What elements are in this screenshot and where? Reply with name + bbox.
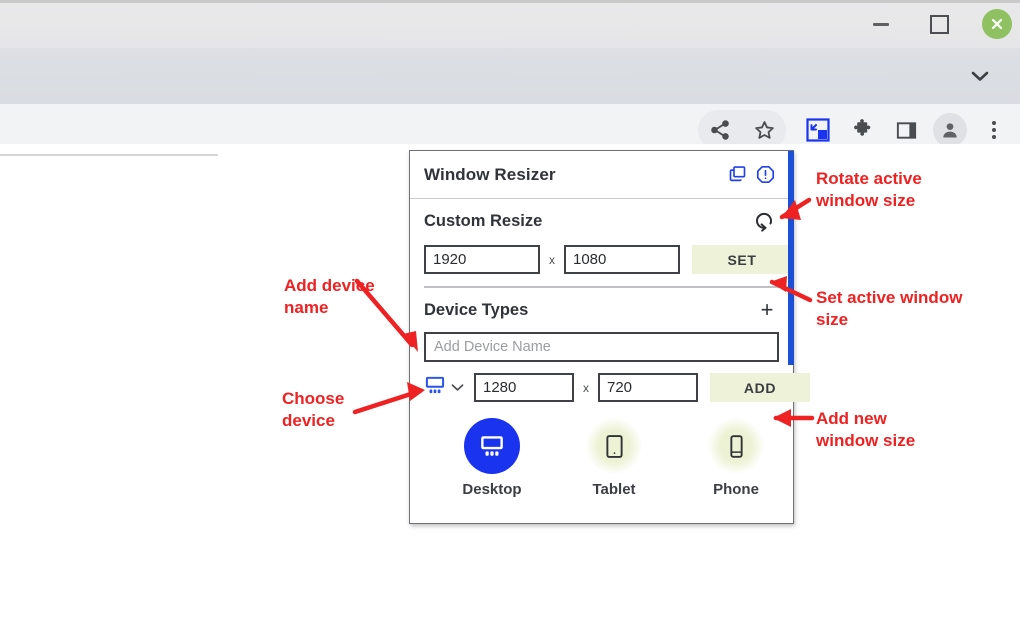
three-dots (992, 121, 996, 139)
device-width-input[interactable] (474, 373, 574, 402)
desktop-circle (464, 418, 520, 474)
annotation-choose-device-line1: Choose device (282, 389, 345, 430)
annotation-rotate: Rotate active window size (816, 168, 922, 211)
side-panel-icon[interactable] (884, 108, 928, 152)
window-resizer-extension-icon[interactable] (796, 108, 840, 152)
device-name-input[interactable] (424, 332, 779, 362)
custom-width-input[interactable] (424, 245, 540, 274)
annotation-device-name: Add device name (284, 275, 375, 318)
device-dimension-separator: x (583, 380, 589, 395)
share-icon[interactable] (698, 108, 742, 152)
annotation-add-line1: Add new window size (816, 409, 916, 450)
maximize-button[interactable] (922, 7, 956, 41)
custom-height-input[interactable] (564, 245, 680, 274)
custom-resize-inputs: x SET (424, 245, 792, 274)
annotation-device-name-line1: Add device name (284, 276, 375, 317)
page-background-left (0, 144, 218, 638)
device-card-tablet[interactable]: Tablet (578, 418, 650, 498)
set-button[interactable]: SET (692, 245, 792, 274)
popup-header: Window Resizer (410, 151, 793, 199)
duplicate-windows-icon[interactable] (723, 161, 751, 189)
section-divider (424, 286, 779, 288)
custom-resize-header: Custom Resize (424, 199, 779, 243)
popup-scrollbar[interactable] (788, 151, 794, 365)
add-device-type-plus-icon[interactable]: + (760, 297, 774, 322)
avatar (933, 113, 967, 147)
browser-tabstrip (0, 48, 1020, 104)
annotation-add: Add new window size (816, 408, 915, 451)
device-label-tablet: Tablet (592, 481, 636, 498)
popup-title: Window Resizer (424, 164, 556, 184)
device-types-title: Device Types (424, 300, 529, 319)
toolbar-icon-group (698, 104, 1016, 156)
tabstrip-chevron-down-icon[interactable] (958, 62, 1002, 90)
window-resizer-popup: Window Resizer Custom Resize (409, 150, 810, 524)
device-selector-chevron-down-icon (451, 379, 464, 397)
device-label-phone: Phone (713, 481, 759, 498)
desktop-monitor-icon (424, 375, 446, 400)
more-menu-icon[interactable] (972, 108, 1016, 152)
custom-resize-title: Custom Resize (424, 211, 543, 230)
window-controls (864, 0, 1014, 48)
device-type-cards: Desktop Tablet Phone (424, 418, 779, 498)
toolbar-pill-group (698, 110, 786, 150)
annotation-set: Set active window size (816, 287, 962, 330)
minimize-icon (873, 22, 889, 26)
device-label-desktop: Desktop (462, 481, 522, 498)
annotation-choose-device: Choose device (282, 388, 344, 431)
device-types-header: Device Types + (424, 288, 779, 332)
device-add-row: x ADD (424, 373, 810, 402)
annotation-set-line1: Set active window size (816, 288, 963, 329)
device-selector[interactable] (424, 375, 464, 400)
extensions-puzzle-icon[interactable] (840, 108, 884, 152)
bookmark-star-icon[interactable] (742, 108, 786, 152)
toolbar-divider (0, 154, 218, 156)
popup-body: Custom Resize x SET Device Types + (410, 199, 810, 498)
tablet-circle (586, 418, 642, 474)
close-button[interactable] (980, 7, 1014, 41)
profile-avatar-icon[interactable] (928, 108, 972, 152)
browser-titlebar (0, 0, 1020, 48)
maximize-icon (929, 14, 949, 34)
phone-circle (708, 418, 764, 474)
close-icon (982, 9, 1012, 39)
device-card-phone[interactable]: Phone (700, 418, 772, 498)
add-button[interactable]: ADD (710, 373, 810, 402)
rotate-icon[interactable] (749, 206, 779, 236)
annotation-rotate-line1: Rotate active window size (816, 169, 922, 210)
alert-octagon-icon[interactable] (751, 161, 779, 189)
custom-dimension-separator: x (549, 252, 555, 267)
device-height-input[interactable] (598, 373, 698, 402)
device-card-desktop[interactable]: Desktop (456, 418, 528, 498)
minimize-button[interactable] (864, 7, 898, 41)
